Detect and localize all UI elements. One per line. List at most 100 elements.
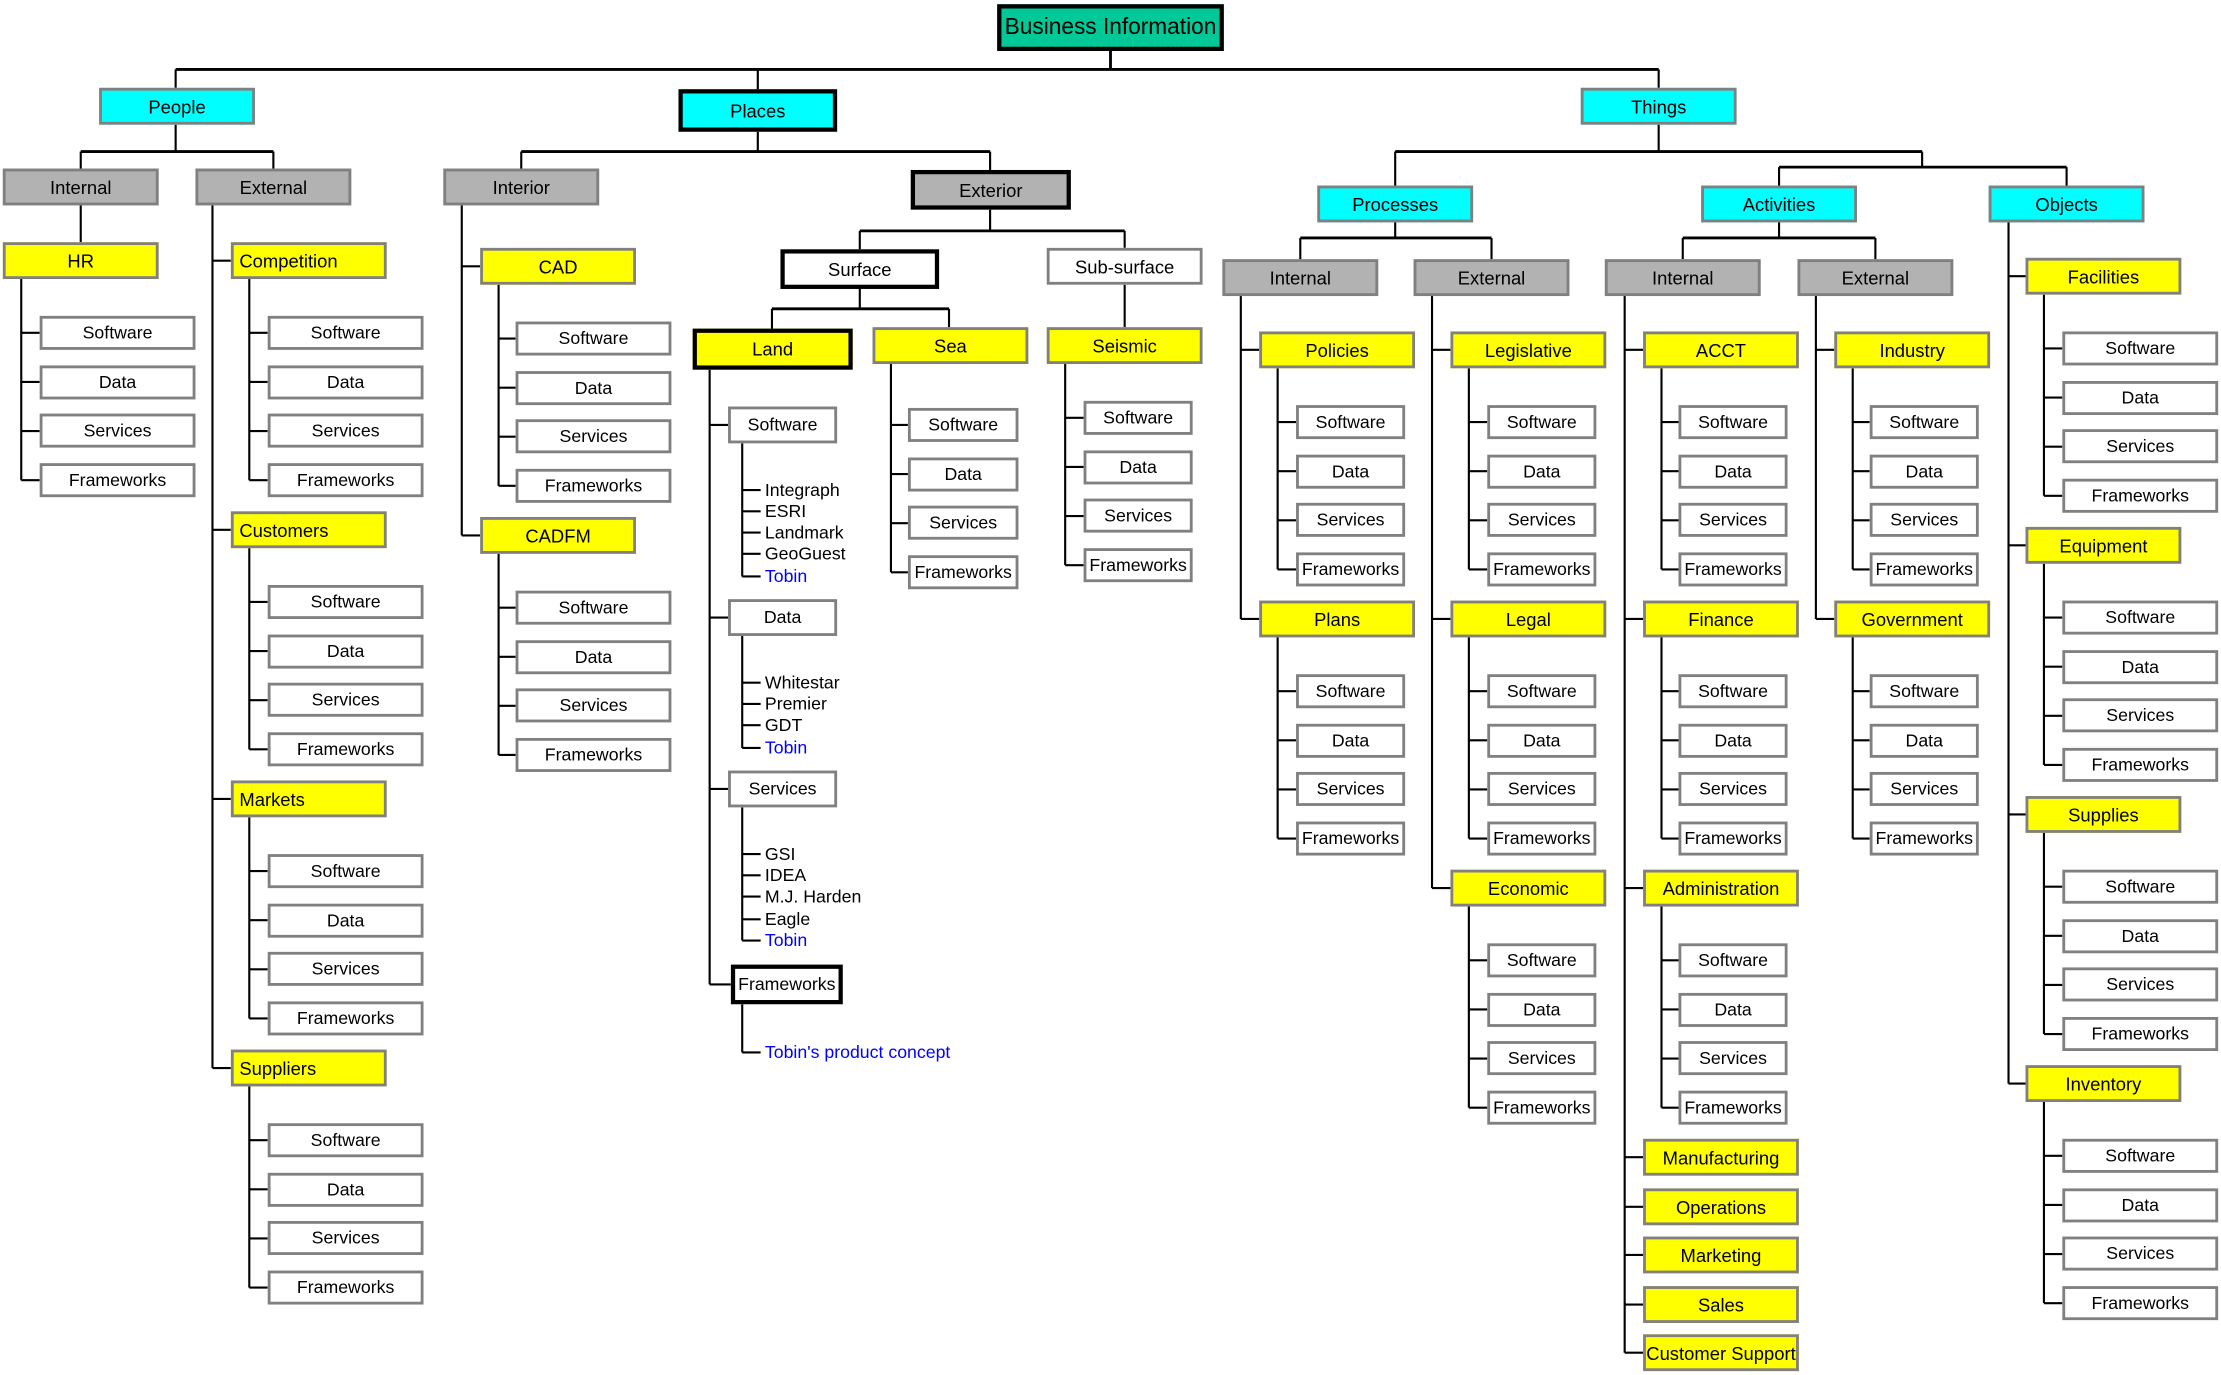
customers-frameworks-node[interactable]: Frameworks — [267, 732, 424, 767]
markets-frameworks-node[interactable]: Frameworks — [267, 1001, 424, 1036]
group-cad-node[interactable]: CAD — [480, 247, 636, 285]
plans-data-node[interactable]: Data — [1296, 723, 1406, 758]
processes-node[interactable]: Processes — [1317, 185, 1474, 223]
inventory-frameworks-node[interactable]: Frameworks — [2062, 1286, 2219, 1321]
cadfm-software-node[interactable]: Software — [515, 590, 672, 625]
group-acct-node[interactable]: ACCT — [1643, 331, 1799, 369]
government-software-node[interactable]: Software — [1869, 674, 1979, 709]
seismic-services-node[interactable]: Services — [1083, 499, 1193, 534]
policies-frameworks-node[interactable]: Frameworks — [1296, 552, 1406, 587]
government-data-node[interactable]: Data — [1869, 723, 1979, 758]
supplies-frameworks-node[interactable]: Frameworks — [2062, 1017, 2219, 1052]
cadfm-services-node[interactable]: Services — [515, 688, 672, 723]
customers-services-node[interactable]: Services — [267, 683, 424, 718]
cadfm-data-node[interactable]: Data — [515, 639, 672, 674]
industry-data-node[interactable]: Data — [1869, 454, 1979, 489]
inventory-services-node[interactable]: Services — [2062, 1237, 2219, 1272]
seismic-software-node[interactable]: Software — [1083, 400, 1193, 435]
cad-frameworks-node[interactable]: Frameworks — [515, 468, 672, 503]
people-node[interactable]: People — [99, 87, 255, 125]
legislative-software-node[interactable]: Software — [1487, 405, 1597, 440]
inventory-software-node[interactable]: Software — [2062, 1138, 2219, 1173]
things-node[interactable]: Things — [1580, 87, 1737, 125]
competition-software-node[interactable]: Software — [267, 315, 424, 350]
government-frameworks-node[interactable]: Frameworks — [1869, 821, 1979, 856]
cad-software-node[interactable]: Software — [515, 321, 672, 356]
policies-services-node[interactable]: Services — [1296, 503, 1406, 538]
group-customers-node[interactable]: Customers — [230, 511, 387, 549]
plans-frameworks-node[interactable]: Frameworks — [1296, 821, 1406, 856]
finance-frameworks-node[interactable]: Frameworks — [1678, 821, 1788, 856]
sea-software-node[interactable]: Software — [907, 407, 1019, 442]
group-suppliers-node[interactable]: Suppliers — [230, 1049, 387, 1087]
acct-data-node[interactable]: Data — [1678, 454, 1788, 489]
administration-software-node[interactable]: Software — [1678, 943, 1788, 978]
activities-external-node[interactable]: External — [1797, 259, 1954, 297]
land-frameworks-node[interactable]: Frameworks — [730, 964, 843, 1005]
competition-data-node[interactable]: Data — [267, 364, 424, 399]
industry-software-node[interactable]: Software — [1869, 405, 1979, 440]
facilities-frameworks-node[interactable]: Frameworks — [2062, 478, 2219, 513]
finance-data-node[interactable]: Data — [1678, 723, 1788, 758]
group-competition-node[interactable]: Competition — [230, 242, 387, 280]
administration-services-node[interactable]: Services — [1678, 1041, 1788, 1076]
sea-node[interactable]: Sea — [872, 327, 1029, 365]
facilities-software-node[interactable]: Software — [2062, 331, 2219, 366]
markets-software-node[interactable]: Software — [267, 854, 424, 889]
people-external-node[interactable]: External — [195, 168, 352, 206]
customers-software-node[interactable]: Software — [267, 584, 424, 619]
seismic-node[interactable]: Seismic — [1046, 327, 1203, 365]
facilities-services-node[interactable]: Services — [2062, 429, 2219, 464]
markets-data-node[interactable]: Data — [267, 903, 424, 938]
plans-services-node[interactable]: Services — [1296, 772, 1406, 807]
economic-frameworks-node[interactable]: Frameworks — [1487, 1090, 1597, 1125]
surface-node[interactable]: Surface — [780, 249, 940, 289]
economic-data-node[interactable]: Data — [1487, 992, 1597, 1027]
policies-data-node[interactable]: Data — [1296, 454, 1406, 489]
group-sales-node[interactable]: Sales — [1643, 1286, 1799, 1323]
group-finance-node[interactable]: Finance — [1643, 600, 1799, 638]
group-manufacturing-node[interactable]: Manufacturing — [1643, 1138, 1799, 1176]
cad-services-node[interactable]: Services — [515, 419, 672, 454]
industry-frameworks-node[interactable]: Frameworks — [1869, 552, 1979, 587]
places-node[interactable]: Places — [678, 89, 838, 132]
supplies-data-node[interactable]: Data — [2062, 918, 2219, 953]
cadfm-frameworks-node[interactable]: Frameworks — [515, 737, 672, 772]
acct-frameworks-node[interactable]: Frameworks — [1678, 552, 1788, 587]
seismic-data-node[interactable]: Data — [1083, 449, 1193, 484]
root-business-information-node[interactable]: Business Information — [997, 4, 1224, 51]
plans-software-node[interactable]: Software — [1296, 674, 1406, 709]
seismic-frameworks-node[interactable]: Frameworks — [1083, 548, 1193, 583]
administration-frameworks-node[interactable]: Frameworks — [1678, 1090, 1788, 1125]
objects-node[interactable]: Objects — [1988, 185, 2145, 223]
acct-services-node[interactable]: Services — [1678, 503, 1788, 538]
equipment-services-node[interactable]: Services — [2062, 698, 2219, 733]
land-software-node[interactable]: Software — [728, 406, 838, 444]
policies-software-node[interactable]: Software — [1296, 405, 1406, 440]
group-government-node[interactable]: Government — [1834, 600, 1991, 638]
group-facilities-node[interactable]: Facilities — [2025, 257, 2182, 295]
group-administration-node[interactable]: Administration — [1643, 869, 1799, 907]
group-marketing-node[interactable]: Marketing — [1643, 1236, 1799, 1274]
competition-services-node[interactable]: Services — [267, 414, 424, 449]
facilities-data-node[interactable]: Data — [2062, 380, 2219, 415]
supplies-software-node[interactable]: Software — [2062, 869, 2219, 904]
customers-data-node[interactable]: Data — [267, 634, 424, 669]
equipment-frameworks-node[interactable]: Frameworks — [2062, 747, 2219, 782]
legislative-data-node[interactable]: Data — [1487, 454, 1597, 489]
hr-services-node[interactable]: Services — [39, 414, 196, 449]
group-plans-node[interactable]: Plans — [1259, 600, 1416, 638]
government-services-node[interactable]: Services — [1869, 772, 1979, 807]
legislative-frameworks-node[interactable]: Frameworks — [1487, 552, 1597, 587]
group-hr-node[interactable]: HR — [2, 242, 159, 280]
group-customer-support-node[interactable]: Customer Support — [1643, 1334, 1799, 1372]
places-interior-node[interactable]: Interior — [443, 168, 600, 206]
markets-services-node[interactable]: Services — [267, 952, 424, 987]
finance-software-node[interactable]: Software — [1678, 674, 1788, 709]
sea-frameworks-node[interactable]: Frameworks — [907, 555, 1019, 590]
competition-frameworks-node[interactable]: Frameworks — [267, 463, 424, 498]
activities-node[interactable]: Activities — [1701, 185, 1857, 223]
group-inventory-node[interactable]: Inventory — [2025, 1065, 2182, 1102]
economic-software-node[interactable]: Software — [1487, 943, 1597, 978]
cad-data-node[interactable]: Data — [515, 370, 672, 405]
